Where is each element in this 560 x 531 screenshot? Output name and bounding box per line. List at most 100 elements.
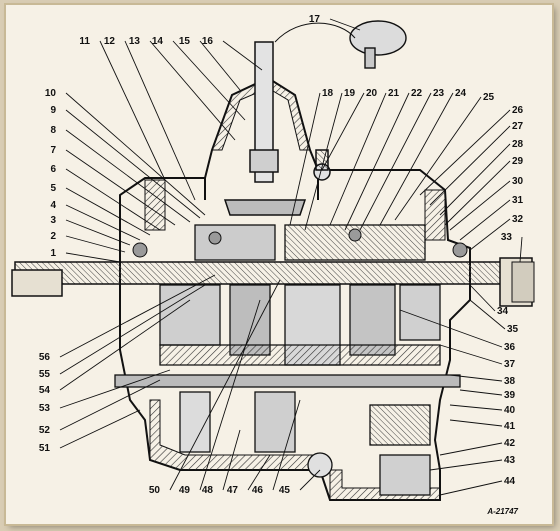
callout-44: 44: [504, 476, 516, 487]
callout-38: 38: [504, 376, 516, 387]
callout-33: 33: [501, 232, 513, 243]
leader-line-3: [65, 219, 131, 246]
callout-18: 18: [322, 88, 334, 99]
leader-line-15: [199, 40, 241, 91]
callout-15: 15: [179, 36, 191, 47]
callout-48: 48: [202, 485, 214, 496]
shift-lever: [223, 41, 331, 216]
leader-line-41: [449, 419, 503, 427]
leader-line-21: [329, 92, 387, 226]
leader-line-31: [459, 199, 511, 241]
callout-40: 40: [504, 405, 516, 416]
callout-42: 42: [504, 438, 516, 449]
leader-line-47: [247, 454, 271, 491]
callout-12: 12: [104, 36, 116, 47]
callout-9: 9: [50, 105, 56, 116]
leader-line-45: [299, 469, 321, 491]
leader-line-7: [65, 149, 176, 226]
leader-line-48: [222, 429, 241, 491]
callout-45: 45: [279, 485, 291, 496]
leader-line-27: [429, 125, 511, 206]
callout-1: 1: [50, 248, 56, 259]
leader-line-44: [439, 480, 503, 496]
leader-line-32: [469, 218, 511, 251]
callout-19: 19: [344, 88, 356, 99]
callout-53: 53: [39, 403, 51, 414]
callout-43: 43: [504, 455, 516, 466]
leader-line-1: [65, 252, 121, 263]
main-shaft: [11, 257, 535, 307]
leader-line-25: [394, 96, 482, 221]
countershaft: [114, 374, 461, 496]
callout-26: 26: [512, 105, 524, 116]
leader-line-33: [519, 236, 523, 263]
callout-14: 14: [152, 36, 164, 47]
callout-32: 32: [512, 214, 524, 225]
leader-line-2: [65, 235, 126, 253]
callout-41: 41: [504, 421, 516, 432]
figure-reference: A-21747: [486, 507, 518, 516]
callout-13: 13: [129, 36, 141, 47]
callout-28: 28: [512, 139, 524, 150]
callout-51: 51: [39, 443, 51, 454]
leader-line-55: [59, 284, 206, 375]
leader-line-46: [272, 399, 301, 491]
leader-line-30: [449, 180, 511, 231]
callout-6: 6: [50, 164, 56, 175]
leader-line-4: [65, 204, 141, 241]
callout-16: 16: [202, 36, 214, 47]
leader-line-19: [304, 92, 343, 231]
callout-49: 49: [179, 485, 191, 496]
callout-46: 46: [252, 485, 264, 496]
callout-36: 36: [504, 342, 516, 353]
leader-line-20: [321, 92, 365, 171]
leader-line-24: [379, 92, 454, 226]
callout-7: 7: [50, 145, 56, 156]
leader-line-12: [124, 40, 196, 201]
leader-line-5: [65, 187, 151, 236]
callout-37: 37: [504, 359, 516, 370]
leader-line-6: [65, 168, 161, 231]
leader-line-37: [439, 344, 503, 365]
callout-11: 11: [79, 36, 90, 47]
callout-25: 25: [483, 92, 495, 103]
callout-5: 5: [50, 183, 56, 194]
leader-lines: [59, 18, 523, 496]
leader-line-28: [439, 143, 511, 216]
callout-24: 24: [455, 88, 467, 99]
gear-cluster: [159, 224, 441, 366]
callout-22: 22: [411, 88, 423, 99]
leader-line-22: [344, 92, 410, 231]
callout-29: 29: [512, 156, 524, 167]
leader-line-29: [444, 160, 511, 226]
shift-knob: [274, 20, 407, 69]
callout-55: 55: [39, 369, 51, 380]
callout-47: 47: [227, 485, 239, 496]
leader-line-50: [169, 279, 281, 491]
leader-line-52: [59, 379, 161, 431]
callout-8: 8: [50, 125, 56, 136]
callout-10: 10: [45, 88, 57, 99]
callout-27: 27: [512, 121, 524, 132]
leader-line-51: [59, 409, 141, 449]
leader-line-35: [469, 299, 506, 330]
leader-line-26: [419, 109, 511, 196]
callout-31: 31: [512, 195, 524, 206]
callout-23: 23: [433, 88, 445, 99]
callout-30: 30: [512, 176, 524, 187]
leader-line-39: [459, 389, 503, 396]
callout-3: 3: [50, 215, 56, 226]
leader-line-11: [99, 40, 166, 181]
leader-line-34: [469, 284, 496, 312]
leader-line-23: [359, 92, 432, 231]
leader-line-10: [65, 92, 206, 216]
leader-line-42: [439, 442, 503, 456]
leader-line-54: [59, 299, 191, 391]
bearings: [132, 228, 468, 258]
leader-line-9: [65, 109, 201, 219]
leader-line-16: [222, 40, 263, 71]
callout-39: 39: [504, 390, 516, 401]
leader-line-36: [399, 309, 503, 348]
